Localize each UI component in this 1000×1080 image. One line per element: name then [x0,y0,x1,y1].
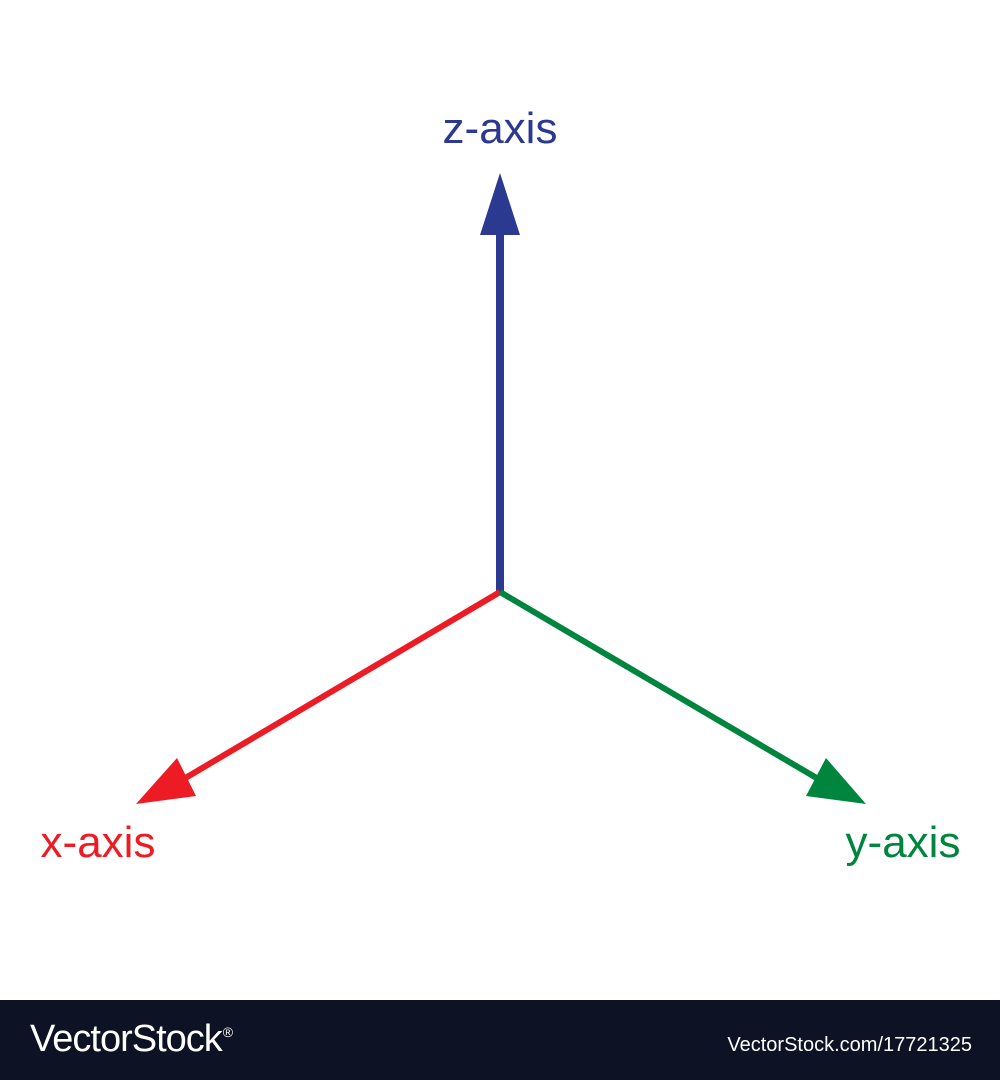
axes-diagram: z-axis x-axis y-axis [41,104,961,867]
registered-mark: ® [222,1024,233,1041]
x-axis-line [180,589,502,783]
x-axis: x-axis [41,589,502,867]
x-axis-label: x-axis [41,818,156,867]
brand-name: VectorStock [30,1018,223,1060]
y-axis: y-axis [498,589,961,867]
z-axis-arrowhead [480,173,520,235]
watermark-footer: VectorStock® VectorStock.com/17721325 [0,1000,1000,1080]
y-axis-line [498,589,822,783]
y-axis-arrowhead [806,758,866,804]
x-axis-arrowhead [136,758,196,804]
z-axis-label: z-axis [443,104,558,153]
image-id-text: VectorStock.com/17721325 [727,1034,972,1056]
brand-logo: VectorStock® [30,1018,233,1061]
z-axis: z-axis [443,104,558,592]
y-axis-label: y-axis [846,818,961,867]
